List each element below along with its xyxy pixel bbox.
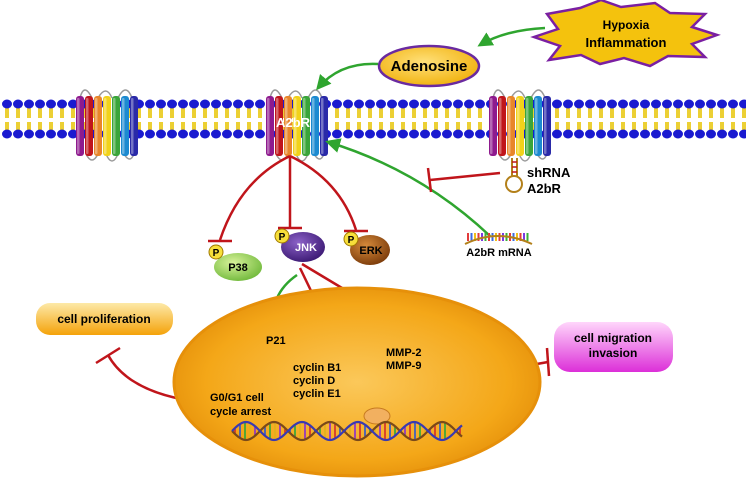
arrow-hypoxia-to-adenosine	[477, 26, 546, 47]
cyclin-e1-label: cyclin E1	[293, 388, 341, 400]
invasion-label: invasion	[589, 346, 638, 360]
receptor-7tm-icon-left	[76, 89, 138, 162]
nucleolus	[363, 407, 391, 425]
hypoxia-star-burst	[530, 0, 721, 68]
receptor-7tm-icon-right	[489, 89, 551, 162]
svg-text:P: P	[279, 232, 286, 243]
arrow-adenosine-to-a2br	[316, 62, 379, 91]
mrna-strand-icon	[464, 233, 533, 245]
jnk-node	[281, 232, 325, 262]
svg-text:P: P	[348, 235, 355, 246]
phosphate-icon-jnk: P	[274, 228, 290, 244]
migration-label: cell migration	[574, 331, 652, 345]
migration-box	[554, 322, 673, 372]
arrow-mrna-to-a2br	[325, 138, 491, 237]
adenosine-node	[377, 44, 481, 88]
inhibit-a2br-to-erk	[289, 154, 358, 231]
dna-helix-icon	[231, 420, 463, 442]
mrna-label: A2bR mRNA	[466, 247, 531, 259]
inhibit-proliferation-bar	[95, 346, 121, 365]
jnk-label: JNK	[295, 242, 317, 254]
adenosine-label: Adenosine	[391, 58, 468, 75]
mmp9-label: MMP-9	[386, 360, 421, 372]
arrest-label-line1: G0/G1 cell	[210, 392, 264, 404]
phosphate-icon-erk: P	[343, 231, 359, 247]
inflammation-label: Inflammation	[586, 35, 667, 50]
p38-label: P38	[228, 262, 248, 274]
phosphate-icon-p38: P	[208, 244, 224, 260]
inhibit-a2br-to-p38	[218, 154, 291, 241]
svg-text:P: P	[213, 248, 220, 259]
arrest-label-line2: cycle arrest	[210, 406, 271, 418]
shrna-label: shRNA	[527, 165, 571, 180]
receptor-a2br	[266, 89, 328, 162]
inhibit-shrna-bar	[426, 167, 433, 193]
erk-label: ERK	[359, 245, 382, 257]
shrna-hairpin-icon	[505, 158, 523, 193]
shrna-target-label: A2bR	[527, 181, 562, 196]
hypoxia-label: Hypoxia	[603, 18, 650, 32]
mmp2-label: MMP-2	[386, 347, 421, 359]
inhibit-shrna-to-a2br	[429, 171, 501, 182]
cyclin-b1-label: cyclin B1	[293, 362, 341, 374]
p38-node	[214, 253, 262, 281]
p21-label: P21	[266, 335, 286, 347]
cyclin-d-label: cyclin D	[293, 375, 335, 387]
receptor-label: A2bR	[276, 115, 311, 130]
proliferation-box	[36, 303, 173, 335]
nucleus	[172, 286, 542, 478]
inhibit-migration-bar	[545, 347, 551, 377]
proliferation-label: cell proliferation	[57, 312, 150, 326]
erk-node	[350, 235, 390, 265]
